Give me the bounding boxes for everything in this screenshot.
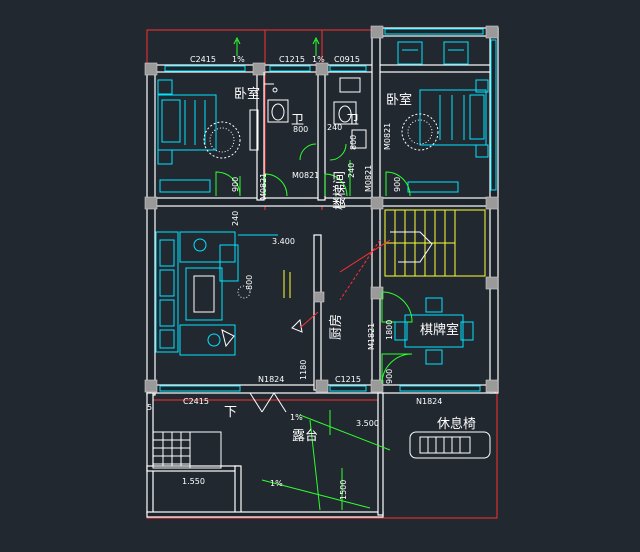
label-c2415-top: C2415 bbox=[190, 55, 216, 64]
label-900-lower: 900 bbox=[385, 369, 394, 384]
label-b800: 800 bbox=[293, 125, 308, 134]
label-240-v: 240 bbox=[347, 163, 356, 178]
room-label-stairs: 楼梯间 bbox=[333, 171, 348, 210]
room-label-bedroom-right: 卧室 bbox=[386, 92, 412, 108]
staircase-icon bbox=[384, 209, 486, 277]
label-slope-top-left: 1% bbox=[232, 55, 245, 64]
bathroom-right-fixtures bbox=[333, 77, 367, 149]
room-label-hall: 厨房 bbox=[328, 314, 344, 340]
bed-right-icon bbox=[397, 41, 489, 193]
label-m0821-c: M0821 bbox=[383, 123, 392, 150]
label-c1215-bottom: C1215 bbox=[335, 375, 361, 384]
label-elev-1550: 1.550 bbox=[182, 477, 205, 486]
label-m1821: M1821 bbox=[367, 323, 376, 350]
doors bbox=[215, 143, 413, 413]
lounge-chair-icon bbox=[409, 431, 491, 459]
label-n1824-left: N1824 bbox=[258, 375, 284, 384]
label-elev-3400: 3.400 bbox=[272, 237, 295, 246]
dimension-labels: C2415 1% C1215 1% C0915 800 240 800 M082… bbox=[147, 55, 442, 500]
room-label-bedroom-left: 卧室 bbox=[234, 86, 260, 102]
sofa-set-icon bbox=[155, 231, 303, 356]
label-240-a: 240 bbox=[327, 123, 342, 132]
label-m0821-d: M0821 bbox=[259, 173, 268, 200]
label-c0915: C0915 bbox=[334, 55, 360, 64]
label-240-left: 240 bbox=[231, 211, 240, 226]
label-900-right: 900 bbox=[393, 177, 402, 192]
label-1800: 1800 bbox=[385, 320, 394, 340]
label-800: 800 bbox=[349, 135, 358, 150]
label-1500: 1500 bbox=[339, 480, 348, 500]
label-elev-3500: 3.500 bbox=[356, 419, 379, 428]
label-b5: 5 bbox=[147, 403, 152, 412]
label-800-small: 800 bbox=[245, 275, 254, 290]
label-900-left: 900 bbox=[231, 177, 240, 192]
room-label-card-room: 棋牌室 bbox=[420, 322, 459, 338]
label-slope-bottom: 1% bbox=[270, 479, 283, 488]
label-c2415-bottom: C2415 bbox=[183, 397, 209, 406]
room-label-bath-left: 卫 bbox=[291, 113, 304, 128]
label-slope-terrace: 1% bbox=[290, 413, 303, 422]
bathroom-left-fixtures bbox=[249, 72, 289, 151]
label-m0821-b: M0821 bbox=[364, 165, 373, 192]
structural-columns bbox=[144, 25, 499, 393]
terrace-steps-icon bbox=[152, 431, 222, 469]
label-c1215-top: C1215 bbox=[279, 55, 305, 64]
label-n1824-right: N1824 bbox=[416, 397, 442, 406]
room-label-bath-right: 卫 bbox=[346, 113, 359, 128]
card-table-icon bbox=[394, 297, 474, 365]
room-labels: 卧室 卧室 卫 卫 楼梯间 厨房 棋牌室 露台 休息椅 bbox=[234, 86, 476, 444]
label-m0821-a: M0821 bbox=[292, 171, 319, 180]
room-label-terrace: 露台 bbox=[292, 429, 318, 444]
bed-left-icon bbox=[157, 79, 241, 193]
windows bbox=[159, 28, 497, 392]
label-xia: 下 bbox=[224, 405, 237, 420]
room-label-lounge-chair: 休息椅 bbox=[437, 416, 476, 432]
label-1180: 1180 bbox=[299, 360, 308, 380]
label-slope-top-mid: 1% bbox=[312, 55, 325, 64]
dimension-lines bbox=[233, 36, 391, 511]
